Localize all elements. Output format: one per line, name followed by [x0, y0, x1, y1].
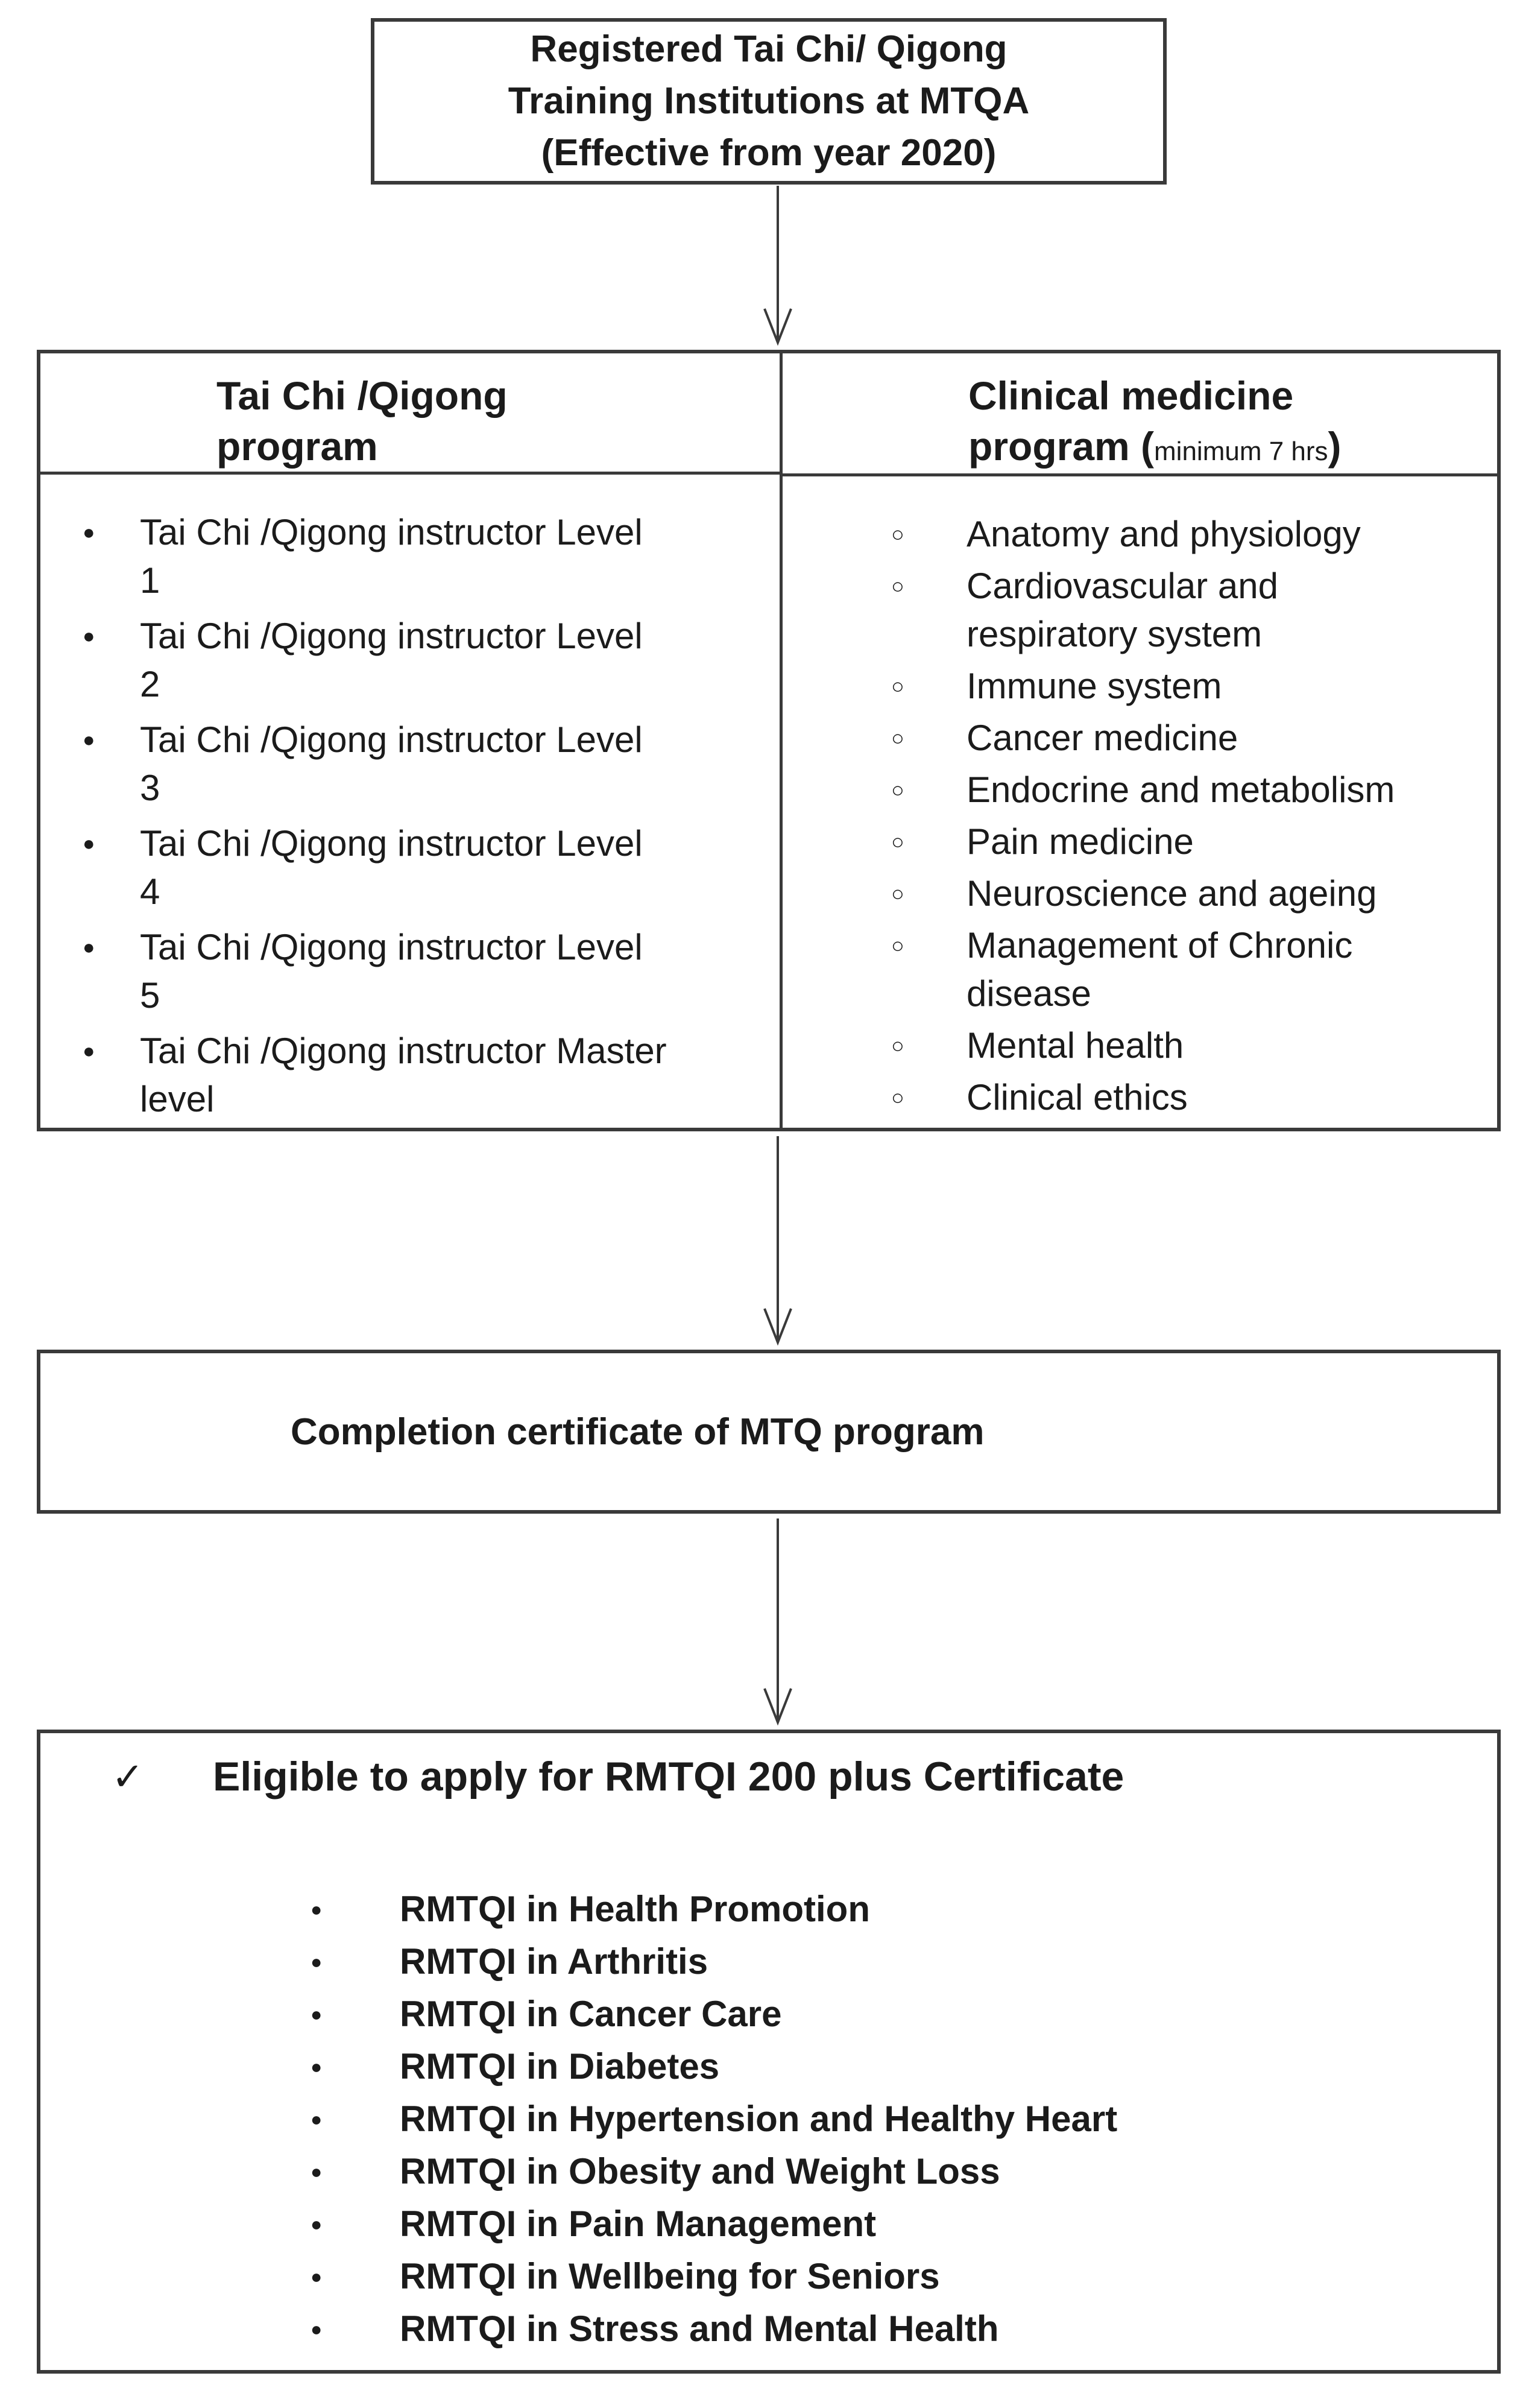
- program-table: Tai Chi /Qigong program ● Tai Chi /Qigon…: [37, 350, 1501, 1131]
- completion-label: Completion certificate of MTQ program: [291, 1411, 985, 1453]
- list-item: ● Tai Chi /Qigong instructor Master leve…: [83, 1027, 780, 1123]
- list-item-label: Cardiovascular and respiratory system: [967, 566, 1278, 654]
- list-item: ● Tai Chi /Qigong instructor Level 4: [83, 820, 780, 916]
- check-icon: ✓: [112, 1755, 144, 1798]
- clinical-header-close-paren: ): [1328, 424, 1342, 469]
- list-item: ● RMTQI in Diabetes: [311, 2041, 1497, 2092]
- filled-bullet-icon: ●: [311, 2213, 323, 2235]
- list-item: ● RMTQI in Hypertension and Healthy Hear…: [311, 2094, 1497, 2144]
- list-item: ● Tai Chi /Qigong instructor Level 1: [83, 508, 780, 605]
- list-item-label: Management of Chronic disease: [967, 925, 1353, 1014]
- list-item: ○ Mental health: [891, 1022, 1497, 1070]
- down-arrow-2: [763, 1136, 792, 1346]
- clinical-header-line1: Clinical medicine: [968, 373, 1294, 418]
- filled-bullet-icon: ●: [311, 1898, 323, 1920]
- eligibility-title: Eligible to apply for RMTQI 200 plus Cer…: [213, 1754, 1124, 1800]
- circle-bullet-icon: ○: [891, 725, 904, 750]
- taichi-program-list: ● Tai Chi /Qigong instructor Level 1 ● T…: [40, 508, 780, 1131]
- filled-bullet-icon: ●: [83, 728, 95, 751]
- list-item: ● RMTQI in Cancer Care: [311, 1989, 1497, 2040]
- list-item-label: RMTQI in Health Promotion: [400, 1889, 870, 1929]
- list-item-label: RMTQI in Cancer Care: [400, 1994, 782, 2034]
- list-item: ○ Immune system: [891, 662, 1497, 710]
- list-item-label: Tai Chi /Qigong instructor Level 1: [140, 512, 643, 601]
- list-item-label: Tai Chi /Qigong instructor Level 5: [140, 927, 643, 1016]
- filled-bullet-icon: ●: [311, 2003, 323, 2025]
- start-box: Registered Tai Chi/ Qigong Training Inst…: [371, 18, 1167, 185]
- filled-bullet-icon: ●: [311, 2318, 323, 2340]
- list-item-label: Cancer medicine: [967, 718, 1238, 758]
- list-item: ○ Endocrine and metabolism: [891, 766, 1497, 814]
- list-item: ● RMTQI in Stress and Mental Health: [311, 2304, 1497, 2354]
- list-item-label: Pain medicine: [967, 821, 1194, 862]
- rmtqi-certificate-list: ● RMTQI in Health Promotion ● RMTQI in A…: [40, 1884, 1497, 2354]
- clinical-column-header: Clinical medicine program (minimum 7 hrs…: [783, 353, 1497, 476]
- list-item-label: Immune system: [967, 666, 1222, 706]
- start-box-title: Registered Tai Chi/ Qigong Training Inst…: [508, 28, 1030, 174]
- eligibility-header: ✓ Eligible to apply for RMTQI 200 plus C…: [40, 1733, 1497, 1802]
- list-item-label: Neuroscience and ageing: [967, 873, 1377, 914]
- filled-bullet-icon: ●: [83, 625, 95, 648]
- list-item: ● RMTQI in Pain Management: [311, 2199, 1497, 2249]
- down-arrow-3: [763, 1518, 792, 1726]
- list-item: ● RMTQI in Health Promotion: [311, 1884, 1497, 1935]
- list-item-label: Anatomy and physiology: [967, 514, 1361, 554]
- list-item: ○ Pain medicine: [891, 818, 1497, 866]
- list-item-label: RMTQI in Pain Management: [400, 2204, 877, 2244]
- list-item-label: RMTQI in Hypertension and Healthy Heart: [400, 2099, 1118, 2139]
- list-item-label: Endocrine and metabolism: [967, 769, 1395, 810]
- clinical-program-column: Clinical medicine program (minimum 7 hrs…: [780, 353, 1497, 1128]
- list-item: ○ Management of Chronic disease: [891, 921, 1497, 1018]
- circle-bullet-icon: ○: [891, 829, 904, 854]
- list-item-label: RMTQI in Diabetes: [400, 2046, 720, 2087]
- list-item-label: RMTQI in Obesity and Weight Loss: [400, 2151, 1000, 2192]
- list-item: ○ Clinical ethics: [891, 1073, 1497, 1122]
- filled-bullet-icon: ●: [311, 2108, 323, 2130]
- circle-bullet-icon: ○: [891, 1085, 904, 1110]
- list-item: ● Tai Chi /Qigong instructor Level 2: [83, 612, 780, 709]
- list-item: ● RMTQI in Obesity and Weight Loss: [311, 2146, 1497, 2197]
- list-item: ● Tai Chi /Qigong instructor Level 5: [83, 923, 780, 1020]
- list-item: ○ Neuroscience and ageing: [891, 870, 1497, 918]
- list-item: ● RMTQI in Wellbeing for Seniors: [311, 2251, 1497, 2302]
- list-item: ● Tai Chi /Qigong instructor Level 3: [83, 716, 780, 812]
- filled-bullet-icon: ●: [83, 832, 95, 855]
- filled-bullet-icon: ●: [311, 2161, 323, 2182]
- down-arrow-1: [763, 186, 792, 346]
- filled-bullet-icon: ●: [311, 2056, 323, 2078]
- circle-bullet-icon: ○: [891, 777, 904, 802]
- filled-bullet-icon: ●: [83, 521, 95, 544]
- list-item-label: RMTQI in Wellbeing for Seniors: [400, 2256, 940, 2296]
- circle-bullet-icon: ○: [891, 674, 904, 698]
- taichi-column-header: Tai Chi /Qigong program: [40, 353, 780, 475]
- list-item-label: Clinical ethics: [967, 1077, 1188, 1117]
- list-item-label: Tai Chi /Qigong instructor Level 2: [140, 616, 643, 704]
- circle-bullet-icon: ○: [891, 522, 904, 546]
- circle-bullet-icon: ○: [891, 933, 904, 958]
- circle-bullet-icon: ○: [891, 574, 904, 598]
- clinical-header-line2: program (: [968, 424, 1155, 469]
- completion-box: Completion certificate of MTQ program: [37, 1350, 1501, 1514]
- filled-bullet-icon: ●: [311, 1951, 323, 1973]
- list-item: ○ Cancer medicine: [891, 714, 1497, 762]
- list-item-label: RMTQI in Stress and Mental Health: [400, 2308, 999, 2349]
- clinical-min-hours-note: minimum 7 hrs: [1154, 437, 1328, 466]
- list-item-label: Tai Chi /Qigong instructor Level 4: [140, 823, 643, 912]
- taichi-program-column: Tai Chi /Qigong program ● Tai Chi /Qigon…: [40, 353, 780, 1128]
- eligibility-box: ✓ Eligible to apply for RMTQI 200 plus C…: [37, 1730, 1501, 2374]
- list-item-label: Mental health: [967, 1025, 1184, 1066]
- list-item: ● RMTQI in Arthritis: [311, 1936, 1497, 1987]
- list-item-label: RMTQI in Arthritis: [400, 1941, 708, 1982]
- clinical-topic-list: ○ Anatomy and physiology ○ Cardiovascula…: [783, 510, 1497, 1125]
- filled-bullet-icon: ●: [83, 1040, 95, 1063]
- filled-bullet-icon: ●: [311, 2266, 323, 2287]
- list-item: ○ Cardiovascular and respiratory system: [891, 562, 1497, 659]
- list-item-label: Tai Chi /Qigong instructor Master level: [140, 1031, 667, 1119]
- list-item-label: Tai Chi /Qigong instructor Level 3: [140, 719, 643, 808]
- filled-bullet-icon: ●: [83, 936, 95, 959]
- circle-bullet-icon: ○: [891, 1033, 904, 1058]
- circle-bullet-icon: ○: [891, 881, 904, 906]
- list-item: ○ Anatomy and physiology: [891, 510, 1497, 558]
